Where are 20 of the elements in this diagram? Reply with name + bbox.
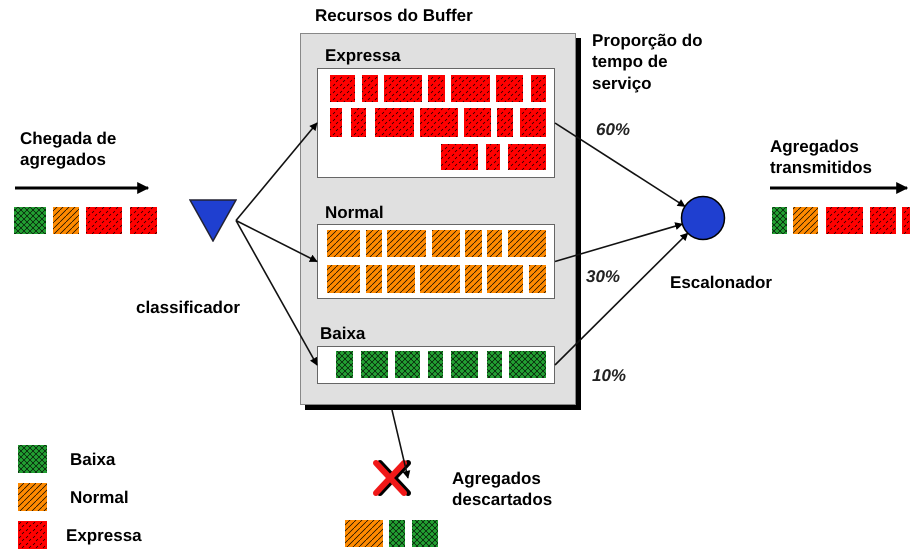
node-caption: Agregados descartados: [452, 468, 554, 510]
legend-label: Baixa: [70, 449, 116, 470]
legend-label: Normal: [70, 487, 129, 508]
arrow: [554, 222, 684, 262]
queue-title: Expressa: [325, 45, 401, 66]
output-label: Agregados transmitidos: [770, 136, 874, 178]
queue-title: Normal: [325, 202, 384, 224]
arrow: [554, 122, 686, 208]
legend-label: Expressa: [66, 525, 142, 546]
node-caption: Escalonador: [670, 272, 772, 294]
arrow: [235, 122, 318, 222]
arrow: [554, 232, 688, 366]
panel-title: Recursos do Buffer: [315, 5, 473, 26]
arrival-label: Chegada de agregados: [20, 128, 118, 170]
queue-title: Baixa: [320, 323, 366, 344]
service-share-label: Proporção do tempo de serviço: [592, 30, 704, 94]
arrow: [236, 220, 318, 262]
node-caption: classificador: [136, 297, 240, 318]
arrow: [391, 410, 410, 479]
arrow: [235, 220, 318, 366]
